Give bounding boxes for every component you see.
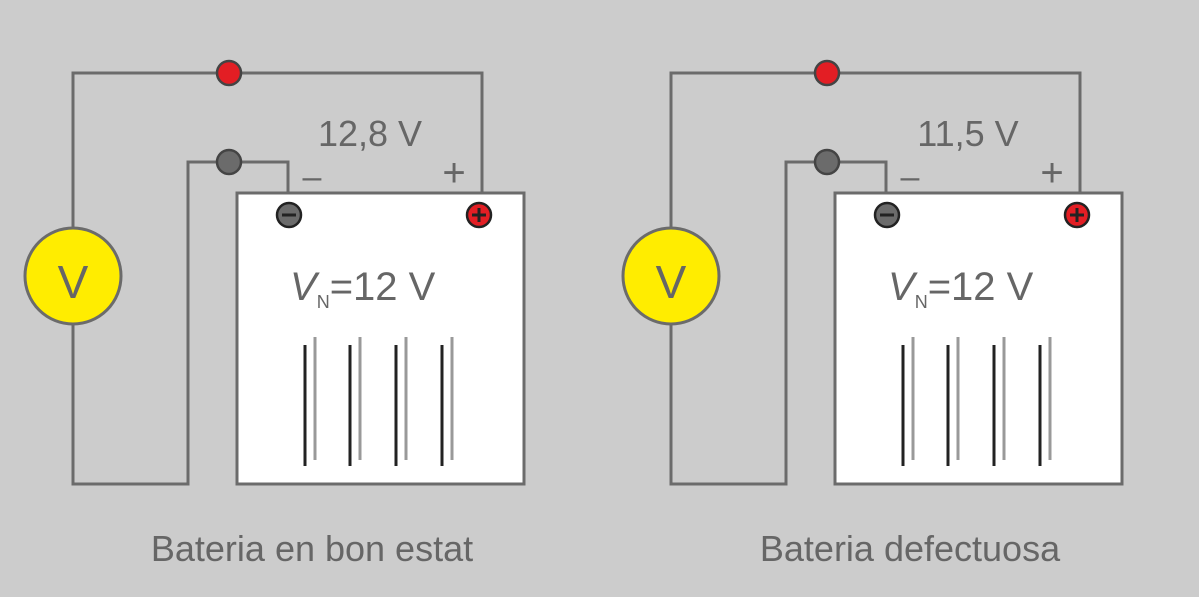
measured-voltage: 12,8 V	[318, 113, 422, 154]
minus-label: –	[303, 158, 322, 196]
nominal-value: =12 V	[928, 265, 1034, 309]
nominal-value: =12 V	[330, 265, 436, 309]
wire-positive	[669, 71, 1082, 228]
voltmeter	[23, 226, 123, 326]
wire-negative	[71, 160, 290, 486]
battery-box	[235, 191, 526, 486]
measured-voltage: 11,5 V	[917, 113, 1018, 154]
minus-terminal-icon	[275, 201, 303, 229]
battery-cells	[303, 337, 454, 466]
voltmeter	[621, 226, 721, 326]
wire-positive	[71, 71, 484, 228]
wire-negative	[669, 160, 888, 486]
circuit-defective-battery: V 11,5 V – + VN=12 V Bateria defectuosa	[621, 59, 1124, 569]
voltmeter-label: V	[58, 256, 89, 308]
nominal-subscript: N	[915, 292, 928, 312]
plus-label: +	[442, 151, 465, 195]
nominal-subscript: N	[317, 292, 330, 312]
positive-probe-dot	[813, 59, 841, 87]
minus-terminal-icon	[873, 201, 901, 229]
caption: Bateria en bon estat	[151, 528, 473, 569]
negative-probe-dot	[813, 148, 841, 176]
plus-terminal-icon	[465, 201, 493, 229]
minus-label: –	[901, 158, 920, 196]
positive-probe-dot	[215, 59, 243, 87]
plus-terminal-icon	[1063, 201, 1091, 229]
battery-cells	[901, 337, 1052, 466]
nominal-symbol: V	[290, 265, 320, 309]
voltmeter-label: V	[656, 256, 687, 308]
caption: Bateria defectuosa	[760, 528, 1061, 569]
nominal-voltage: VN=12 V	[888, 265, 1034, 312]
nominal-voltage: VN=12 V	[290, 265, 436, 312]
circuit-good-battery: V 12,8 V – + VN=12 V Bateria en bon esta…	[23, 59, 526, 569]
nominal-symbol: V	[888, 265, 918, 309]
battery-box	[833, 191, 1124, 486]
negative-probe-dot	[215, 148, 243, 176]
plus-label: +	[1040, 151, 1063, 195]
